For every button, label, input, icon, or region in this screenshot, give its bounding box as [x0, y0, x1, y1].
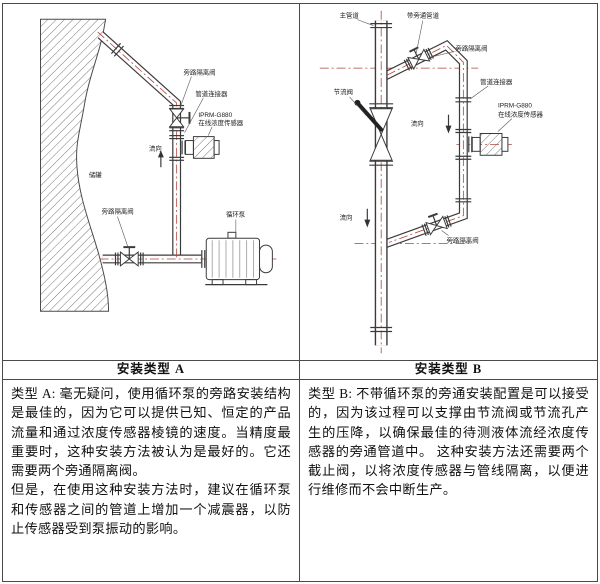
sensor-name-label: 在线浓度传感器 [498, 110, 544, 119]
description-type-a: 类型 A: 毫无疑问，使用循环泵的旁路安装结构是最佳的，因为它可以提供已知、恒定… [3, 380, 300, 581]
bypass-bottom-valve [421, 212, 452, 236]
top-valve-label: 旁路隔离阀 [455, 43, 487, 52]
throttle-valve-label: 节流阀 [334, 87, 353, 96]
bypass-flow-arrow [445, 114, 452, 134]
sensor-name-label: 在线浓度传感器 [198, 118, 243, 127]
pump-label: 循环泵 [226, 210, 246, 219]
installation-diagram-a: 旁路隔离阀 管道连接器 IPRM-G880 在线浓度传感器 流向 储罐 旁路隔离… [40, 18, 280, 312]
pipe-flanges [110, 42, 185, 161]
title-type-a: 安装类型 A [3, 361, 300, 379]
connector-label: 管道连接器 [480, 77, 513, 86]
bypass-flow-label: 流向 [411, 119, 424, 128]
main-pipe [374, 10, 464, 354]
bottom-isolation-valve [114, 246, 144, 267]
top-valve-label: 旁路隔离阀 [184, 67, 216, 76]
bypass-piping [379, 39, 468, 250]
circulation-pump [201, 231, 273, 286]
sensor-model-label: IPRM-G880 [198, 112, 232, 119]
description-type-b: 类型 B: 不带循环泵的旁通安装配置是可以接受的，因为该过程可以支撑由节流阀或节… [300, 380, 597, 581]
tank-shape [40, 18, 110, 312]
concentration-sensor [181, 136, 220, 159]
diagram-a-labels: 旁路隔离阀 管道连接器 IPRM-G880 在线浓度传感器 流向 储罐 旁路隔离… [84, 67, 246, 249]
main-flow-arrow [364, 208, 371, 228]
throttle-valve [354, 99, 393, 161]
type-a-paragraph-2: 但是，在使用这种安装方法时，建议在循环泵和传感器之间的管道上增加一个减震器，以防… [11, 482, 291, 537]
diagram-cell-type-a: 旁路隔离阀 管道连接器 IPRM-G880 在线浓度传感器 流向 储罐 旁路隔离… [3, 4, 300, 360]
tank-label: 储罐 [89, 170, 102, 179]
title-row: 安装类型 A 安装类型 B [3, 360, 597, 380]
bypass-top-valve [403, 46, 434, 71]
diagram-b-labels: 主管道 带旁通管道 旁路隔离阀 管道连接器 IPRM-G880 在线浓度传感器 … [334, 11, 544, 245]
type-a-paragraph-1: 类型 A: 毫无疑问，使用循环泵的旁路安装结构是最佳的，因为它可以提供已知、恒定… [11, 386, 291, 479]
connector-label: 管道连接器 [195, 89, 228, 98]
flow-label: 流向 [149, 143, 162, 152]
text-row: 类型 A: 毫无疑问，使用循环泵的旁路安装结构是最佳的，因为它可以提供已知、恒定… [3, 380, 597, 581]
main-flow-label: 流向 [340, 213, 353, 222]
diagram-row: 旁路隔离阀 管道连接器 IPRM-G880 在线浓度传感器 流向 储罐 旁路隔离… [3, 4, 597, 360]
bottom-valve-label: 旁路隔离阀 [102, 207, 134, 216]
concentration-sensor [468, 132, 509, 156]
sensor-model-label: IPRM-G880 [498, 103, 532, 110]
main-pipe-flanges [369, 23, 394, 333]
main-pipe-label: 主管道 [340, 11, 360, 20]
bottom-valve-label: 旁路隔离阀 [447, 235, 479, 244]
flow-arrow [157, 150, 164, 168]
type-b-paragraph-1: 类型 B: 不带循环泵的旁通安装配置是可以接受的，因为该过程可以支撑由节流阀或节… [308, 386, 589, 498]
bypass-flanges [455, 97, 472, 203]
bypass-pipe-label: 带旁通管道 [407, 11, 440, 20]
top-isolation-valve [168, 108, 191, 128]
layout-table: 旁路隔离阀 管道连接器 IPRM-G880 在线浓度传感器 流向 储罐 旁路隔离… [2, 3, 598, 582]
diagram-cell-type-b: 主管道 带旁通管道 旁路隔离阀 管道连接器 IPRM-G880 在线浓度传感器 … [300, 4, 597, 360]
title-type-b: 安装类型 B [414, 362, 483, 376]
installation-diagram-b: 主管道 带旁通管道 旁路隔离阀 管道连接器 IPRM-G880 在线浓度传感器 … [319, 10, 544, 354]
